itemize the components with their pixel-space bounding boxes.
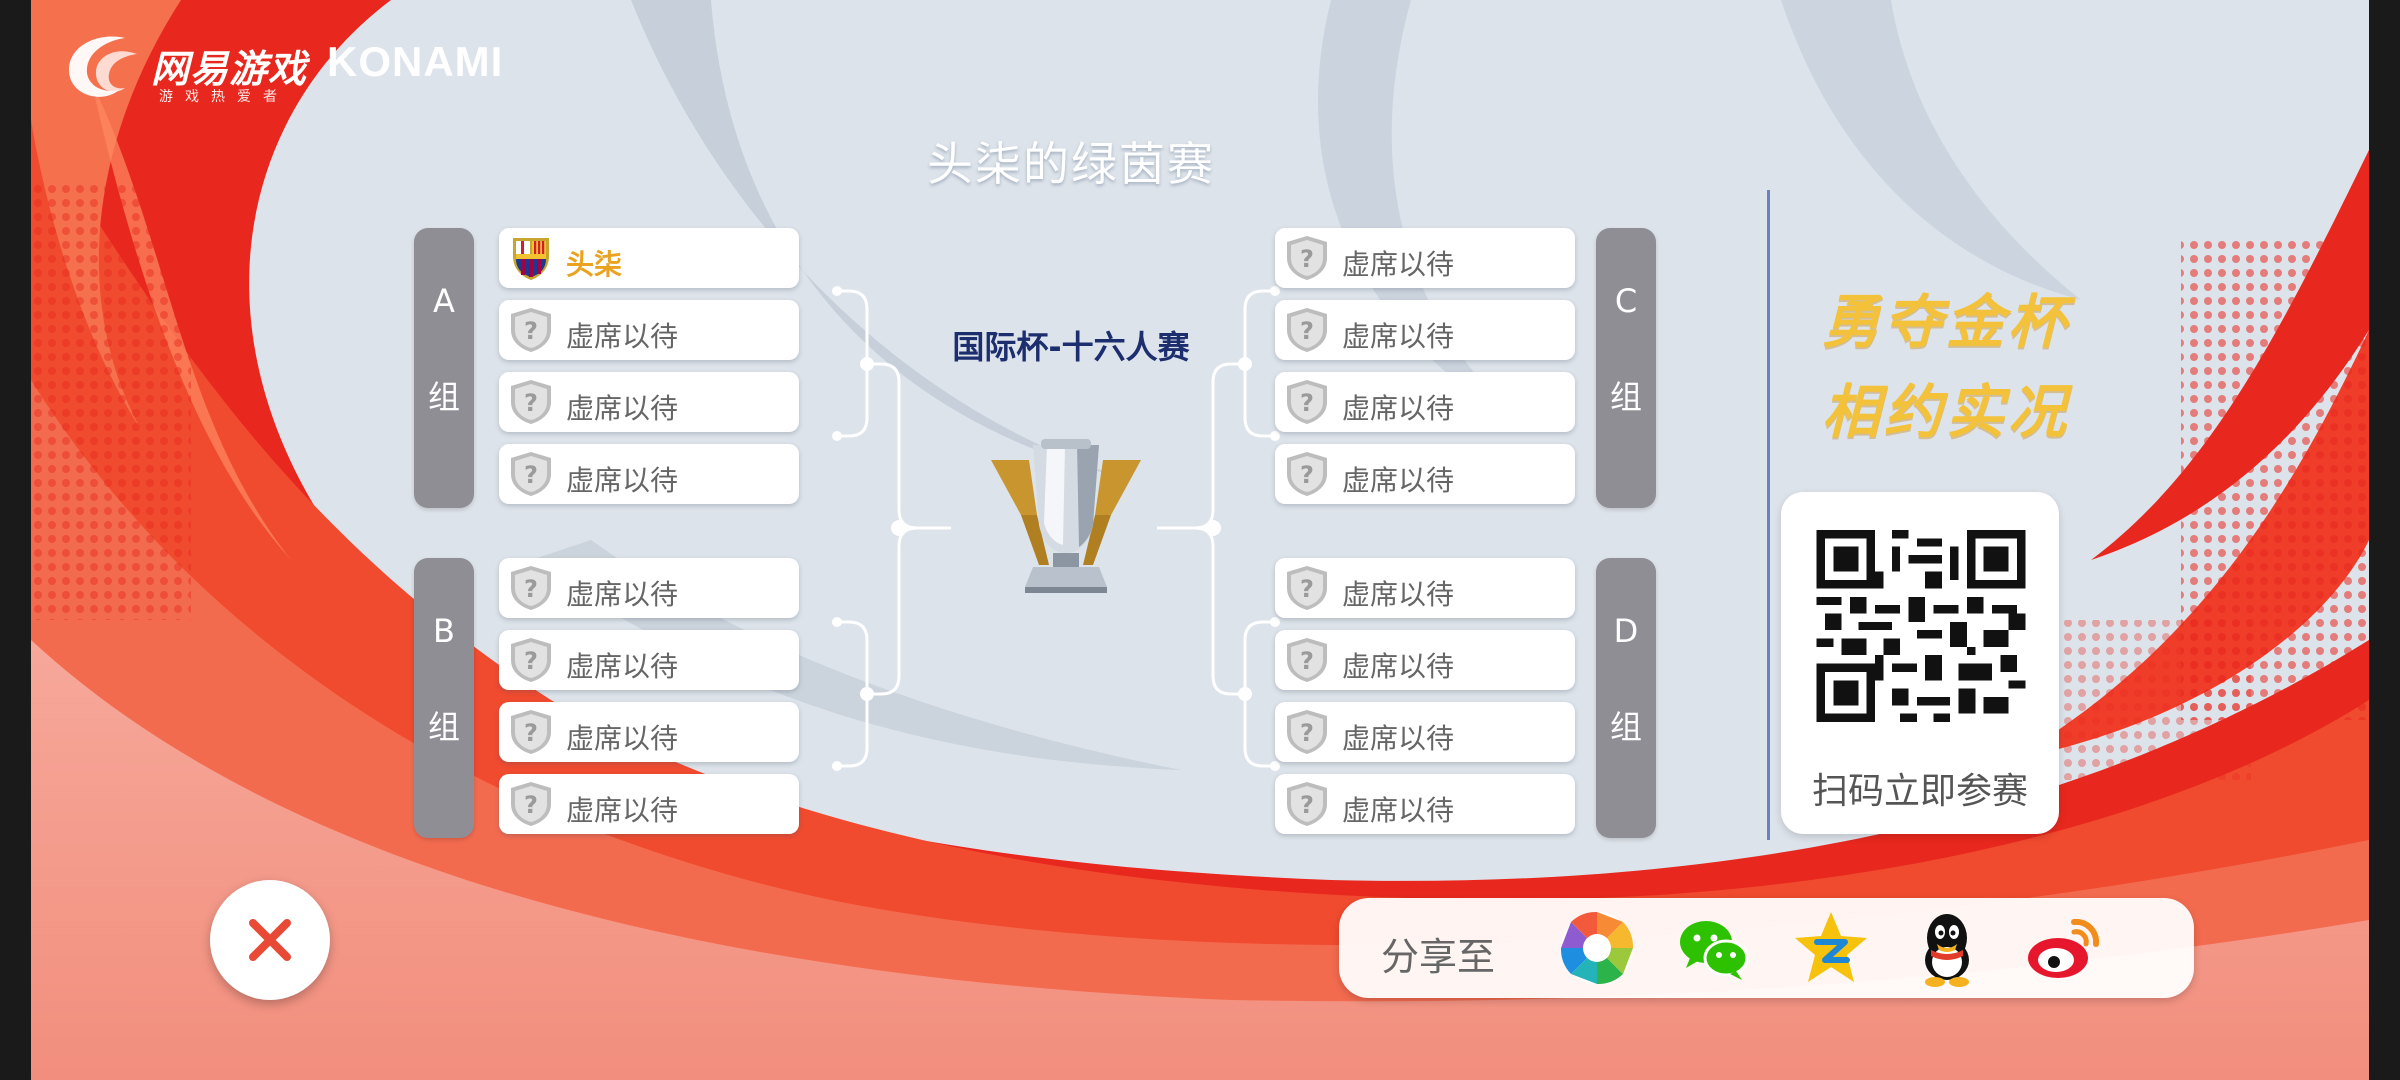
- slot-c2[interactable]: ? 虚席以待: [1275, 300, 1575, 360]
- close-button[interactable]: [210, 880, 330, 1000]
- group-tab-b: B 组: [414, 558, 474, 838]
- slot-a1[interactable]: 头柒: [499, 228, 799, 288]
- netease-swirl-icon: [69, 36, 137, 97]
- svg-text:?: ?: [1300, 647, 1314, 675]
- slogan-line-1: 勇夺金杯: [1821, 288, 2070, 356]
- slot-label: 虚席以待: [566, 794, 679, 827]
- placeholder-shield-icon: ?: [1287, 236, 1327, 280]
- slot-c3[interactable]: ? 虚席以待: [1275, 372, 1575, 432]
- svg-text:?: ?: [524, 647, 538, 675]
- slot-a2[interactable]: ? 虚席以待: [499, 300, 799, 360]
- slot-label: 虚席以待: [566, 320, 679, 353]
- group-tab-c: C 组: [1596, 228, 1656, 508]
- slot-a3[interactable]: ? 虚席以待: [499, 372, 799, 432]
- group-suffix: 组: [1609, 378, 1642, 416]
- group-letter: A: [433, 282, 455, 320]
- group-tab-a: A 组: [414, 228, 474, 508]
- svg-text:?: ?: [1300, 389, 1314, 417]
- slot-label: 虚席以待: [566, 650, 679, 683]
- qzone-icon[interactable]: [1791, 908, 1871, 988]
- placeholder-shield-icon: ?: [511, 638, 551, 682]
- slot-label: 虚席以待: [1342, 650, 1455, 683]
- placeholder-shield-icon: ?: [1287, 782, 1327, 826]
- page-title: 头柒的绿茵赛: [927, 137, 1215, 191]
- netease-name: 网易游戏: [151, 47, 308, 91]
- slot-label: 虚席以待: [566, 464, 679, 497]
- qq-icon[interactable]: [1907, 908, 1987, 988]
- svg-text:?: ?: [1300, 791, 1314, 819]
- netease-tagline: 游戏热爱者: [159, 89, 289, 105]
- slot-d3[interactable]: ? 虚席以待: [1275, 702, 1575, 762]
- qr-code-icon: [1816, 530, 2026, 722]
- svg-text:?: ?: [524, 719, 538, 747]
- moments-icon[interactable]: [1557, 908, 1637, 988]
- slot-label: 虚席以待: [566, 722, 679, 755]
- share-bar: 分享至: [1339, 898, 2194, 998]
- svg-text:?: ?: [1300, 719, 1314, 747]
- slot-label: 虚席以待: [566, 578, 679, 611]
- konami-logo: KONAMI: [327, 38, 504, 85]
- placeholder-shield-icon: ?: [1287, 566, 1327, 610]
- qr-label: 扫码立即参赛: [1811, 771, 2028, 812]
- slot-label: 虚席以待: [1342, 722, 1455, 755]
- slot-label: 虚席以待: [1342, 794, 1455, 827]
- svg-text:?: ?: [524, 389, 538, 417]
- group-suffix: 组: [1609, 708, 1642, 746]
- qr-card[interactable]: 扫码立即参赛: [1781, 492, 2059, 834]
- slot-label: 虚席以待: [566, 392, 679, 425]
- netease-games-logo: 网易游戏 游戏热爱者: [59, 28, 319, 108]
- slot-c4[interactable]: ? 虚席以待: [1275, 444, 1575, 504]
- share-label: 分享至: [1381, 935, 1496, 979]
- close-icon: [249, 919, 291, 961]
- group-letter: C: [1614, 282, 1638, 320]
- barcelona-crest-icon: [513, 238, 549, 280]
- placeholder-shield-icon: ?: [511, 380, 551, 424]
- slot-label: 虚席以待: [1342, 464, 1455, 497]
- svg-text:?: ?: [1300, 317, 1314, 345]
- group-letter: D: [1613, 612, 1639, 650]
- svg-text:?: ?: [1300, 461, 1314, 489]
- svg-text:?: ?: [524, 461, 538, 489]
- svg-text:?: ?: [1300, 575, 1314, 603]
- slot-label: 虚席以待: [1342, 578, 1455, 611]
- placeholder-shield-icon: ?: [1287, 308, 1327, 352]
- slot-a4[interactable]: ? 虚席以待: [499, 444, 799, 504]
- weibo-icon[interactable]: [2024, 908, 2104, 988]
- slot-d2[interactable]: ? 虚席以待: [1275, 630, 1575, 690]
- trophy-icon: [991, 439, 1141, 593]
- cup-title: 国际杯-十六人赛: [952, 328, 1190, 366]
- player-name: 头柒: [566, 248, 623, 281]
- placeholder-shield-icon: ?: [511, 782, 551, 826]
- slogan-line-2: 相约实况: [1821, 378, 2070, 446]
- slot-d4[interactable]: ? 虚席以待: [1275, 774, 1575, 834]
- placeholder-shield-icon: ?: [511, 452, 551, 496]
- group-suffix: 组: [427, 378, 460, 416]
- bracket-screen: 网易游戏 游戏热爱者 KONAMI 头柒的绿茵赛 A 组 B 组 C 组 D 组…: [31, 0, 2369, 1080]
- svg-text:?: ?: [524, 575, 538, 603]
- placeholder-shield-icon: ?: [511, 710, 551, 754]
- svg-text:?: ?: [524, 317, 538, 345]
- wechat-icon[interactable]: [1674, 908, 1754, 988]
- svg-text:?: ?: [524, 791, 538, 819]
- placeholder-shield-icon: ?: [1287, 638, 1327, 682]
- group-tab-d: D 组: [1596, 558, 1656, 838]
- slot-b4[interactable]: ? 虚席以待: [499, 774, 799, 834]
- placeholder-shield-icon: ?: [511, 566, 551, 610]
- slot-label: 虚席以待: [1342, 248, 1455, 281]
- slot-b3[interactable]: ? 虚席以待: [499, 702, 799, 762]
- placeholder-shield-icon: ?: [1287, 710, 1327, 754]
- slot-label: 虚席以待: [1342, 320, 1455, 353]
- slot-b1[interactable]: ? 虚席以待: [499, 558, 799, 618]
- group-letter: B: [433, 612, 455, 650]
- vertical-divider: [1767, 190, 1770, 840]
- group-suffix: 组: [427, 708, 460, 746]
- slot-label: 虚席以待: [1342, 392, 1455, 425]
- svg-text:?: ?: [1300, 245, 1314, 273]
- slot-d1[interactable]: ? 虚席以待: [1275, 558, 1575, 618]
- slot-c1[interactable]: ? 虚席以待: [1275, 228, 1575, 288]
- placeholder-shield-icon: ?: [1287, 380, 1327, 424]
- placeholder-shield-icon: ?: [1287, 452, 1327, 496]
- placeholder-shield-icon: ?: [511, 308, 551, 352]
- slot-b2[interactable]: ? 虚席以待: [499, 630, 799, 690]
